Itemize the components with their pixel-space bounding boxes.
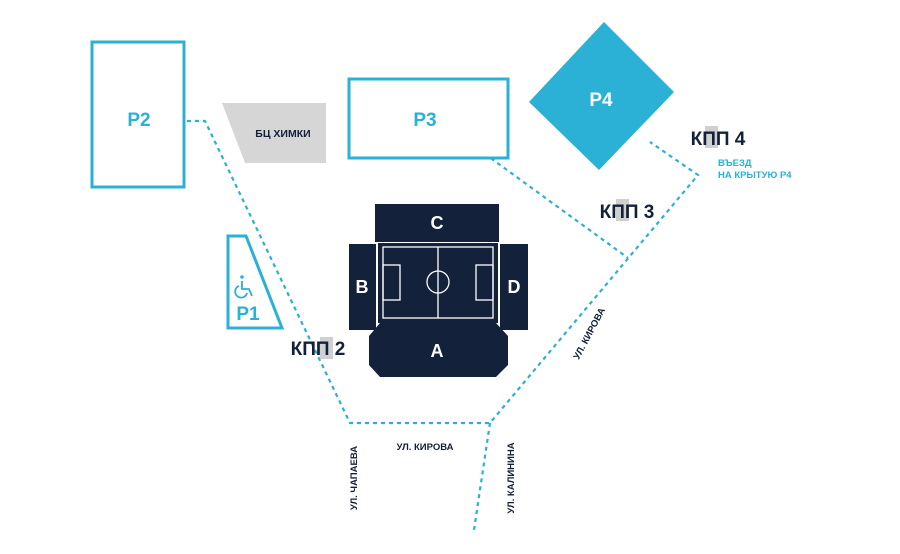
stand-b-label: B bbox=[356, 277, 369, 297]
stadium: C B D A bbox=[349, 204, 528, 377]
gate-kpp-4-chip bbox=[705, 126, 718, 148]
pitch bbox=[378, 243, 498, 323]
gate-kpp-2-chip bbox=[320, 337, 333, 359]
route-p2-to-road bbox=[163, 119, 700, 425]
stand-b[interactable]: B bbox=[349, 244, 376, 330]
building-label: БЦ ХИМКИ bbox=[255, 128, 310, 140]
parking-p1-label: P1 bbox=[236, 304, 260, 325]
stand-c-shape bbox=[375, 204, 499, 242]
gate-kpp-4[interactable]: КПП 4 bbox=[691, 126, 746, 150]
entrance-note-line1: ВЪЕЗД bbox=[718, 158, 752, 169]
street-kalinina: УЛ. КАЛИНИНА bbox=[506, 442, 517, 513]
building-bc-khimki: БЦ ХИМКИ bbox=[222, 103, 326, 163]
stand-b-shape bbox=[349, 244, 376, 330]
street-chapaeva: УЛ. ЧАПАЕВА bbox=[349, 446, 360, 510]
parking-p4-label: P4 bbox=[589, 90, 613, 111]
parking-p2-area bbox=[90, 40, 186, 189]
gate-kpp-3-label: КПП 3 bbox=[600, 202, 655, 223]
access-routes bbox=[163, 119, 700, 531]
street-kirova-bottom: УЛ. КИРОВА bbox=[397, 442, 454, 453]
stand-d-label: D bbox=[508, 277, 521, 297]
parking-p3-label: P3 bbox=[413, 110, 436, 131]
gate-kpp-4-label: КПП 4 bbox=[691, 129, 746, 150]
penalty-box-right bbox=[475, 264, 494, 301]
gate-kpp-3[interactable]: КПП 3 bbox=[600, 199, 655, 223]
parking-p3-area bbox=[347, 77, 510, 160]
stand-a-shape bbox=[369, 323, 508, 377]
stand-d-shape bbox=[500, 244, 528, 330]
building-shape bbox=[222, 103, 326, 163]
stand-a[interactable]: A bbox=[369, 323, 508, 377]
stand-a-label: A bbox=[431, 341, 444, 361]
parking-p4[interactable]: P4 bbox=[529, 22, 674, 170]
stand-d[interactable]: D bbox=[500, 244, 528, 330]
parking-p2[interactable]: P2 bbox=[90, 40, 186, 189]
penalty-box-left bbox=[382, 264, 401, 301]
stand-c-label: C bbox=[431, 213, 444, 233]
centre-circle bbox=[426, 270, 450, 294]
parking-p2-label: P2 bbox=[127, 110, 150, 131]
entrance-note-line2: НА КРЫТУЮ Р4 bbox=[718, 170, 792, 181]
parking-p1[interactable]: P1 bbox=[226, 234, 285, 330]
gate-kpp-3-chip bbox=[616, 199, 629, 221]
wheelchair-icon bbox=[234, 275, 253, 299]
parking-p3[interactable]: P3 bbox=[347, 77, 510, 160]
road-chapaeva bbox=[472, 422, 492, 531]
parking-p4-area bbox=[529, 22, 674, 170]
gate-kpp-2-label: КПП 2 bbox=[291, 339, 346, 360]
parking-p1-area bbox=[226, 234, 285, 330]
stand-c[interactable]: C bbox=[375, 204, 499, 242]
street-kirova-diagonal: УЛ. КИРОВА bbox=[572, 306, 609, 362]
entrance-note: ВЪЕЗД НА КРЫТУЮ Р4 bbox=[718, 158, 792, 181]
gate-kpp-2[interactable]: КПП 2 bbox=[291, 337, 346, 360]
